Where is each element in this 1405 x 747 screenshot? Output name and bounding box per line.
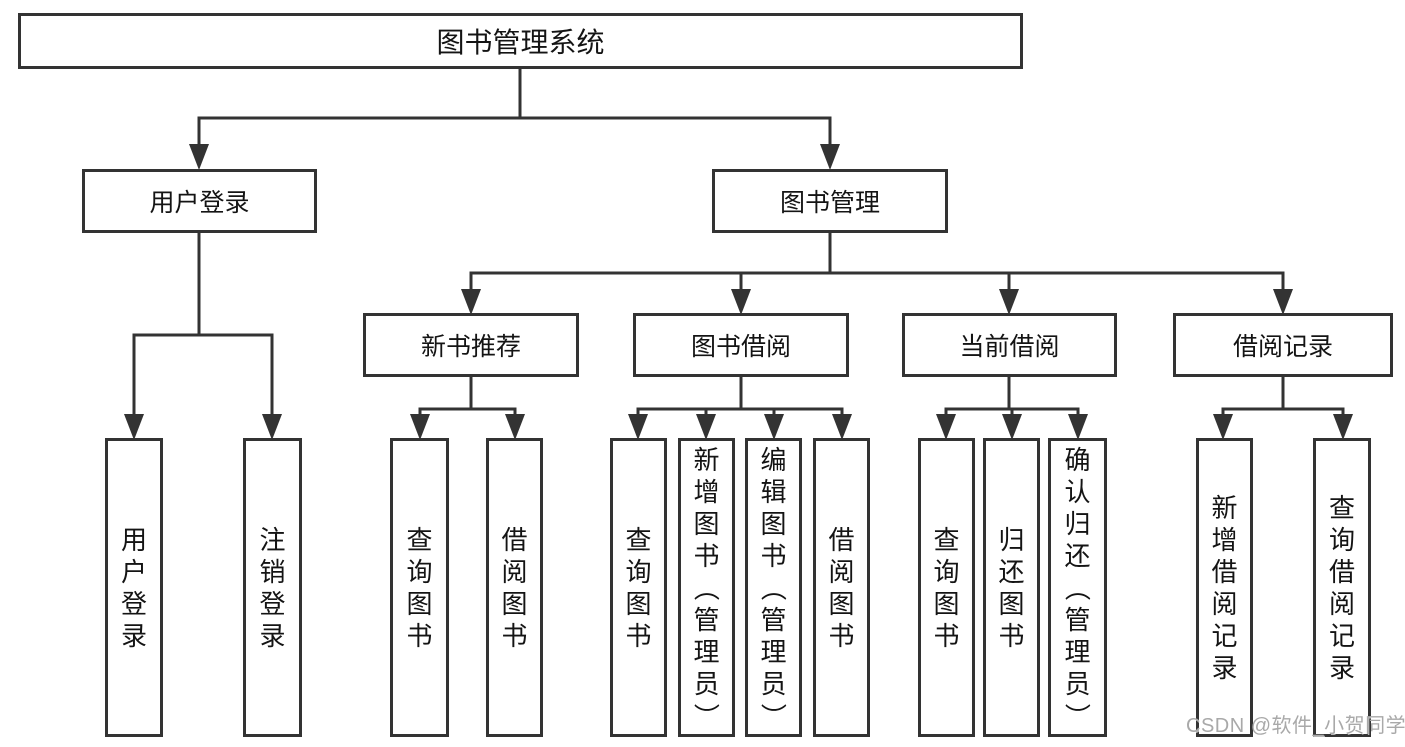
leaf-current-confirm-return-admin: 确认归还（管理员） xyxy=(1048,438,1107,737)
leaf-borrowing-add-books-admin: 新增图书（管理员） xyxy=(678,438,735,737)
leaf-borrowing-borrow-books: 借阅图书 xyxy=(813,438,870,737)
edge-records-to-leaves xyxy=(1221,375,1345,422)
node-label: 用户登录 xyxy=(149,189,250,217)
leaf-newbooks-borrow-books: 借阅图书 xyxy=(486,438,543,737)
node-label: 图书管理 xyxy=(779,189,880,217)
leaf-logout: 注销登录 xyxy=(243,438,302,737)
leaf-current-return-books: 归还图书 xyxy=(983,438,1040,737)
csdn-watermark: CSDN @软件_小贺同学 xyxy=(1186,715,1405,737)
node-book-borrowing: 图书借阅 xyxy=(633,313,849,377)
node-label: 借阅记录 xyxy=(1232,333,1333,361)
leaf-label: 编辑图书（管理员） xyxy=(758,444,789,729)
edge-bookmgmt-to-level2 xyxy=(469,231,1285,297)
leaf-label: 查询借阅记录 xyxy=(1328,492,1355,683)
edge-userlogin-to-leaves xyxy=(132,231,274,422)
leaf-label: 用户登录 xyxy=(120,524,147,651)
node-label: 图书管理系统 xyxy=(436,27,605,58)
leaf-label: 借阅图书 xyxy=(828,524,855,651)
node-label: 新书推荐 xyxy=(420,333,521,361)
leaf-borrowing-query-books: 查询图书 xyxy=(610,438,667,737)
leaf-newbooks-query-books: 查询图书 xyxy=(390,438,449,737)
node-book-management: 图书管理 xyxy=(712,169,948,233)
leaf-label: 新增图书（管理员） xyxy=(691,444,722,729)
node-current-borrowing: 当前借阅 xyxy=(902,313,1117,377)
node-borrowing-records: 借阅记录 xyxy=(1173,313,1393,377)
leaf-label: 注销登录 xyxy=(259,524,286,651)
leaf-label: 查询图书 xyxy=(933,524,960,651)
arrow-heads xyxy=(124,144,1353,440)
node-library-management-system: 图书管理系统 xyxy=(18,13,1023,69)
leaf-label: 确认归还（管理员） xyxy=(1062,444,1093,729)
edge-currentborrow-to-leaves xyxy=(944,375,1080,422)
leaf-label: 新增借阅记录 xyxy=(1211,492,1238,683)
leaf-user-login: 用户登录 xyxy=(105,438,163,737)
leaf-label: 查询图书 xyxy=(406,524,433,651)
leaf-label: 借阅图书 xyxy=(501,524,528,651)
leaf-label: 归还图书 xyxy=(998,524,1025,651)
leaf-label: 查询图书 xyxy=(625,524,652,651)
leaf-records-query-borrow-record: 查询借阅记录 xyxy=(1313,438,1371,737)
edge-bookborrow-to-leaves xyxy=(636,375,844,422)
leaf-borrowing-edit-books-admin: 编辑图书（管理员） xyxy=(745,438,802,737)
node-label: 当前借阅 xyxy=(959,333,1060,361)
leaf-records-add-borrow-record: 新增借阅记录 xyxy=(1196,438,1253,737)
edge-newbooks-to-leaves xyxy=(418,375,517,422)
node-label: 图书借阅 xyxy=(690,333,791,361)
node-user-login: 用户登录 xyxy=(82,169,317,233)
edge-root-to-level1 xyxy=(197,67,832,152)
leaf-current-query-books: 查询图书 xyxy=(918,438,975,737)
node-new-book-recommendation: 新书推荐 xyxy=(363,313,579,377)
